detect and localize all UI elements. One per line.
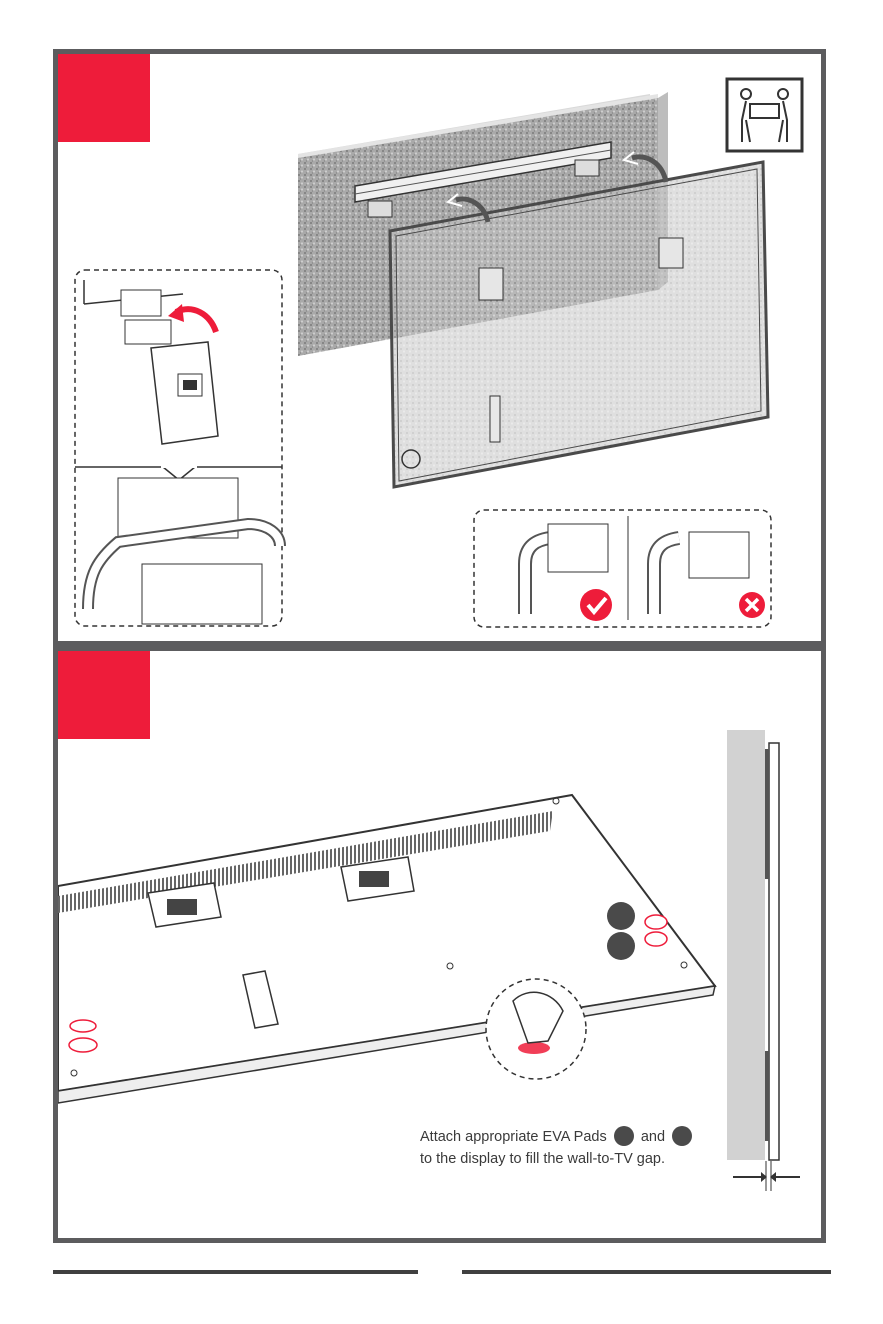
check-icon — [580, 589, 612, 621]
wall-side-profile — [727, 730, 800, 1191]
pad-a-icon — [614, 1126, 634, 1146]
footer-rule-left — [53, 1270, 418, 1274]
cross-icon — [739, 592, 765, 618]
eva-pad-instruction: Attach appropriate EVA Pads and to the d… — [420, 1126, 695, 1170]
pad-b-icon — [672, 1126, 692, 1146]
caption-line-2: to the display to fill the wall-to-TV ga… — [420, 1148, 695, 1170]
footer-rule-right — [462, 1270, 831, 1274]
pad-marker-a-icon — [607, 902, 635, 930]
hook-check-inset — [474, 510, 771, 627]
step-panel-1 — [53, 49, 826, 646]
caption-text-start: Attach appropriate EVA Pads — [420, 1129, 607, 1145]
bracket-detail-inset — [75, 270, 282, 626]
step-panel-2: Attach appropriate EVA Pads and to the d… — [53, 646, 826, 1243]
hand-detail — [486, 979, 586, 1079]
two-person-lift-icon — [727, 79, 802, 151]
pad-marker-b-icon — [607, 932, 635, 960]
caption-text-and: and — [641, 1129, 665, 1145]
hang-display-illustration — [58, 54, 821, 641]
caption-line-1: Attach appropriate EVA Pads and — [420, 1126, 695, 1148]
